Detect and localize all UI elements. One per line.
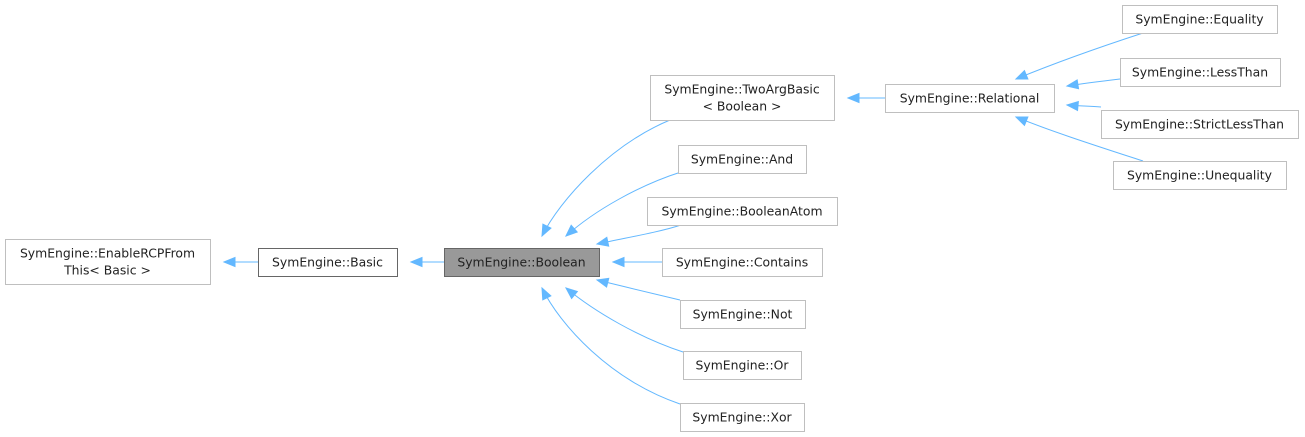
arrowhead <box>565 224 579 237</box>
node-label: SymEngine::LessThan <box>1132 65 1268 80</box>
edges <box>222 32 1144 405</box>
node-label: SymEngine::Equality <box>1135 12 1263 27</box>
node-box <box>680 403 805 432</box>
node-box <box>444 248 600 277</box>
node-label: SymEngine::Xor <box>692 410 792 425</box>
edge-not-to-boolean <box>595 277 681 301</box>
node-box <box>1122 5 1278 34</box>
arrowhead <box>1014 116 1029 127</box>
edge-less_than-to-relational <box>1065 78 1121 90</box>
class-node-equality[interactable]: SymEngine::Equality <box>1122 5 1278 34</box>
edge-boolean-to-basic <box>409 256 444 268</box>
edge-two_arg_basic-to-boolean <box>541 119 671 238</box>
node-box <box>258 248 398 277</box>
arrowhead <box>846 92 860 104</box>
edge-line <box>565 171 682 237</box>
edge-line <box>1015 116 1144 162</box>
class-node-strict-less-than[interactable]: SymEngine::StrictLessThan <box>1101 110 1299 139</box>
edge-line <box>565 287 684 353</box>
edge-line <box>596 224 682 245</box>
node-label: SymEngine::Basic <box>272 255 383 270</box>
node-label: SymEngine::TwoArgBasic <box>664 82 820 97</box>
node-box <box>1113 161 1287 190</box>
edge-line <box>1015 32 1144 80</box>
edge-basic-to-enable_rcp <box>222 256 258 268</box>
class-node-contains[interactable]: SymEngine::Contains <box>662 248 823 277</box>
class-node-and[interactable]: SymEngine::And <box>678 145 807 174</box>
node-box <box>885 84 1055 113</box>
arrowhead <box>541 223 552 238</box>
edge-unequality-to-relational <box>1014 116 1144 162</box>
node-label: < Boolean > <box>703 99 782 114</box>
node-box <box>680 300 806 329</box>
edge-contains-to-boolean <box>611 256 662 268</box>
node-label: SymEngine::And <box>691 152 793 167</box>
node-label: SymEngine::Relational <box>900 91 1040 106</box>
arrowhead <box>564 287 579 300</box>
arrowhead <box>409 256 423 268</box>
node-label: SymEngine::Or <box>696 358 790 373</box>
class-node-less-than[interactable]: SymEngine::LessThan <box>1120 58 1281 87</box>
node-label: SymEngine::BooleanAtom <box>661 204 822 219</box>
node-box <box>678 145 807 174</box>
class-node-boolean[interactable]: SymEngine::Boolean <box>444 248 600 277</box>
node-box <box>683 351 802 380</box>
arrowhead <box>541 286 552 301</box>
class-node-basic[interactable]: SymEngine::Basic <box>258 248 398 277</box>
node-label: SymEngine::Not <box>693 307 793 322</box>
node-label: SymEngine::Unequality <box>1127 168 1272 183</box>
edge-line <box>541 119 671 237</box>
edge-and-to-boolean <box>565 171 682 237</box>
arrowhead <box>222 256 236 268</box>
node-box <box>650 75 835 121</box>
node-label: This< Basic > <box>63 263 151 278</box>
node-box <box>5 239 211 285</box>
node-box <box>647 197 838 226</box>
edge-strict_less_than-to-relational <box>1065 100 1102 112</box>
node-box <box>1120 58 1281 87</box>
node-label: SymEngine::Contains <box>676 255 808 270</box>
class-node-two-arg-basic[interactable]: SymEngine::TwoArgBasic< Boolean > <box>650 75 835 121</box>
edge-relational-to-two_arg_basic <box>846 92 885 104</box>
class-node-unequality[interactable]: SymEngine::Unequality <box>1113 161 1287 190</box>
class-node-relational[interactable]: SymEngine::Relational <box>885 84 1055 113</box>
arrowhead <box>1014 69 1029 80</box>
arrowhead <box>595 277 610 288</box>
class-node-boolean-atom[interactable]: SymEngine::BooleanAtom <box>647 197 838 226</box>
node-label: SymEngine::EnableRCPFrom <box>20 246 195 261</box>
arrowhead <box>1065 79 1080 90</box>
node-box <box>662 248 823 277</box>
class-node-xor[interactable]: SymEngine::Xor <box>680 403 805 432</box>
edge-xor-to-boolean <box>541 286 681 405</box>
node-box <box>1101 110 1299 139</box>
node-label: SymEngine::Boolean <box>457 255 585 270</box>
edge-line <box>596 279 681 301</box>
class-node-not[interactable]: SymEngine::Not <box>680 300 806 329</box>
arrowhead <box>595 236 610 247</box>
class-node-or[interactable]: SymEngine::Or <box>683 351 802 380</box>
arrowhead <box>611 256 625 268</box>
edge-line <box>541 287 681 405</box>
edge-equality-to-relational <box>1014 32 1144 80</box>
arrowhead <box>1065 100 1079 112</box>
edge-boolean_atom-to-boolean <box>595 224 682 247</box>
edge-or-to-boolean <box>564 287 684 353</box>
node-label: SymEngine::StrictLessThan <box>1115 117 1284 132</box>
